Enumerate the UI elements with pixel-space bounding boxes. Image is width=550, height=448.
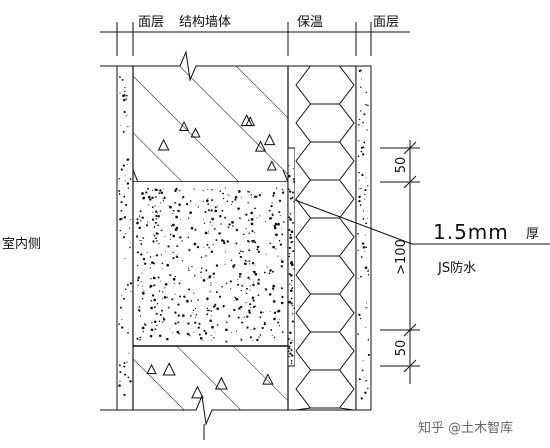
header-row: 面层 结构墙体 保温 面层 <box>100 15 410 56</box>
dimension-bottom: 50 <box>394 340 409 357</box>
insulation-layer <box>295 65 357 411</box>
indoor-side-label: 室内侧 <box>2 236 41 252</box>
dimension-line <box>380 140 420 384</box>
dimension-top: 50 <box>394 157 409 174</box>
js-waterproof-membrane <box>287 147 296 367</box>
bottom-break-line <box>100 394 371 426</box>
left-face-layer <box>116 65 134 411</box>
dimension-middle: >100 <box>394 239 409 275</box>
callout-leader <box>294 199 550 245</box>
callout-material: JS防水 <box>437 260 476 276</box>
callout-thickness: 1.5mm <box>433 220 509 244</box>
label-face-layer-left: 面层 <box>138 15 164 30</box>
callout-thickness-unit: 厚 <box>526 227 539 242</box>
concrete-upper <box>132 66 289 183</box>
label-structural-wall: 结构墙体 <box>179 15 231 30</box>
masonry-infill <box>133 182 288 347</box>
watermark: 知乎 @土木智库 <box>418 420 513 436</box>
right-face-layer <box>355 65 372 411</box>
label-face-layer-right: 面层 <box>373 15 399 30</box>
label-insulation: 保温 <box>297 15 323 30</box>
concrete-lower <box>133 346 288 410</box>
